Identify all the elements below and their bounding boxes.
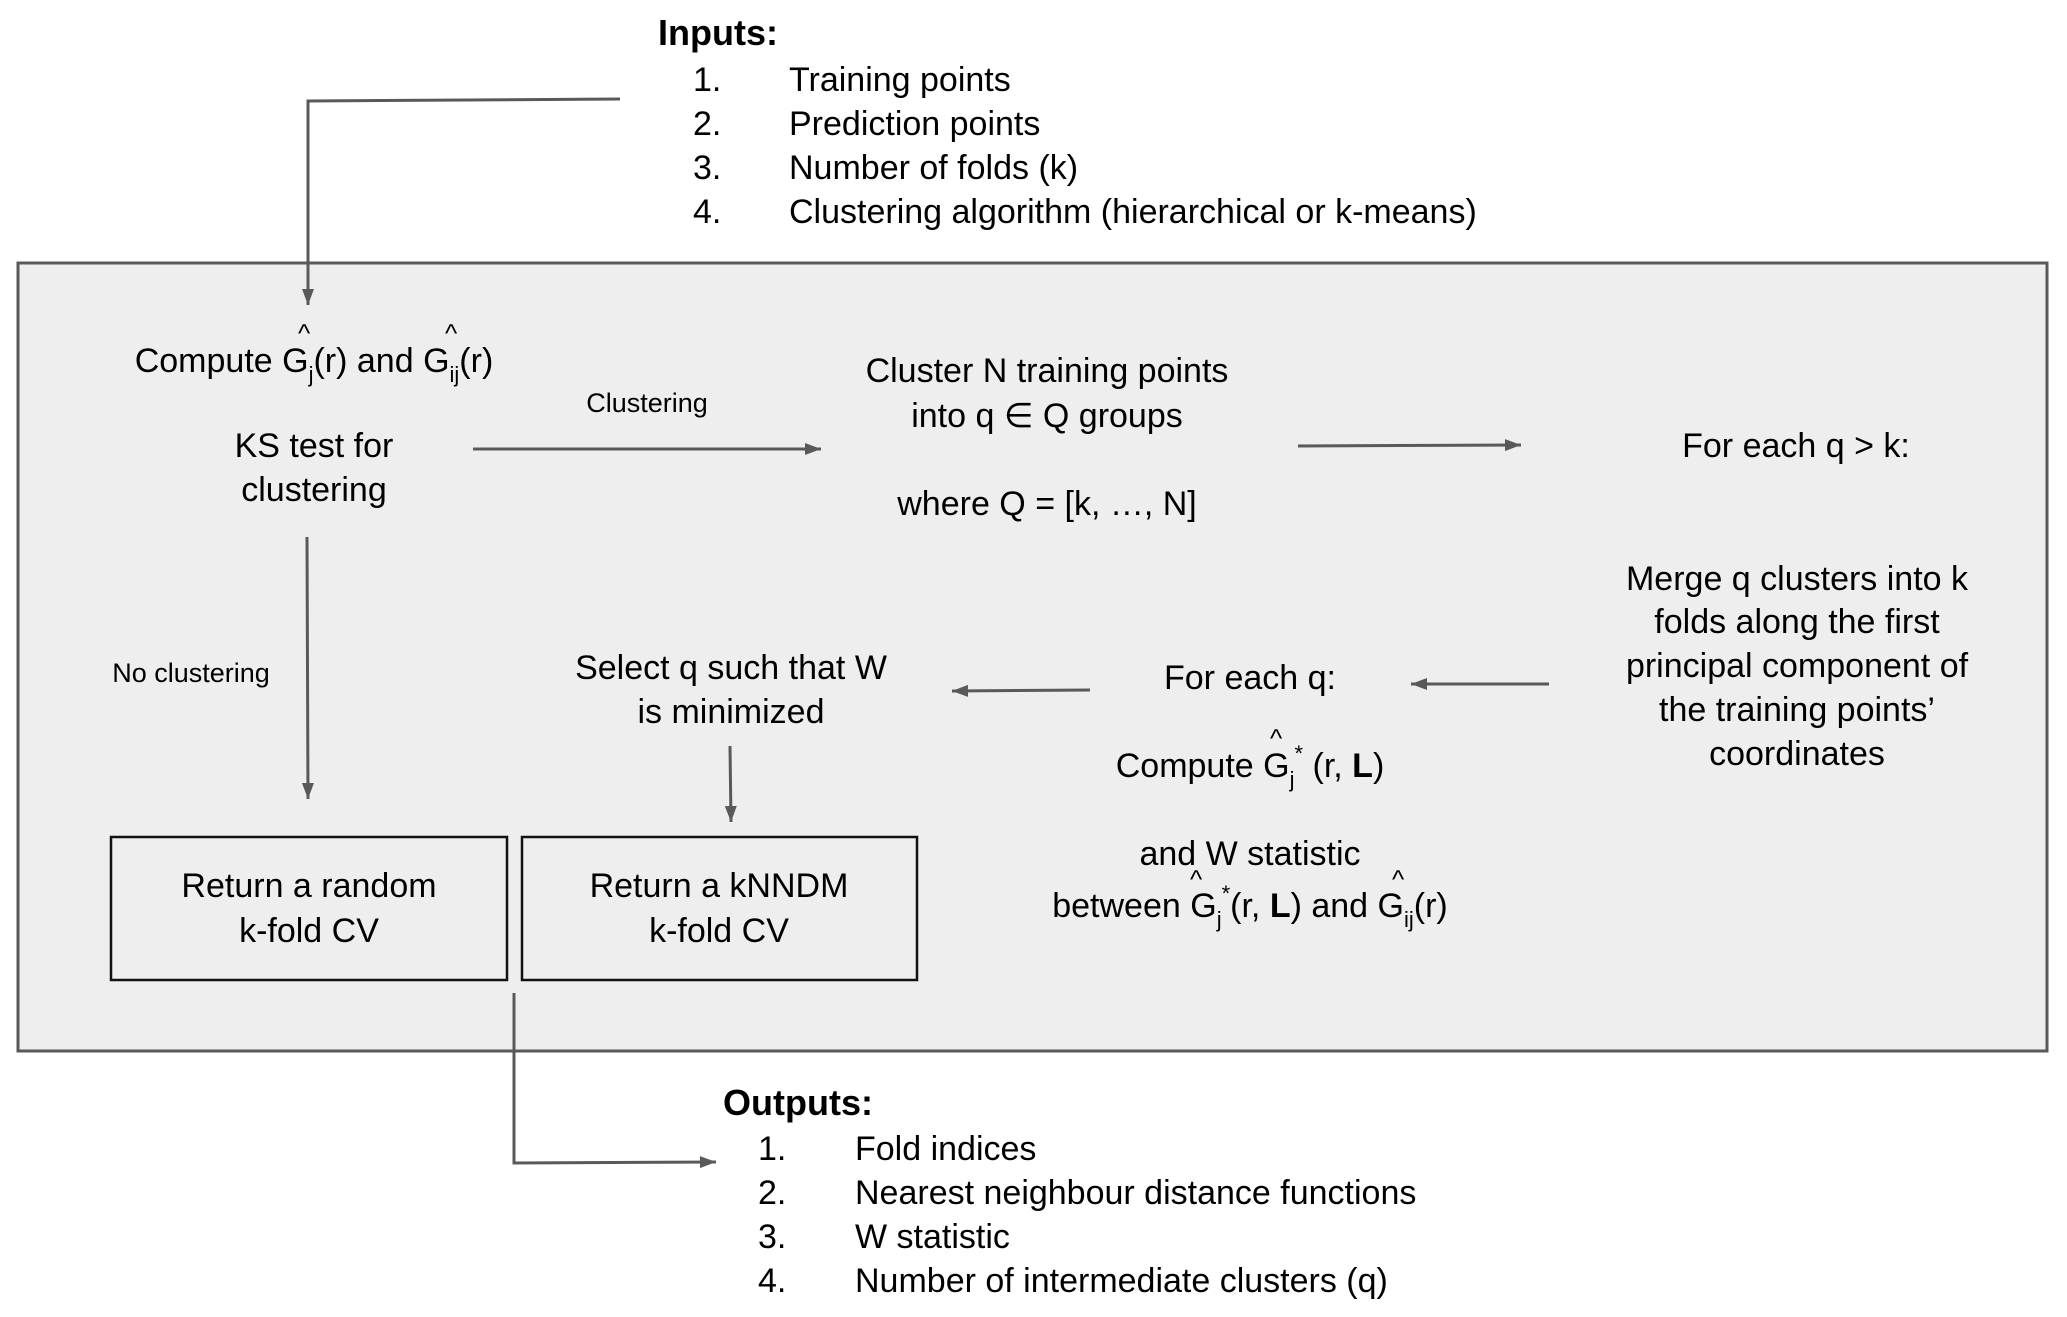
no-clustering-label: No clustering [112,658,270,688]
for-each-q: For each q: [1164,659,1336,697]
outputs-item-text: W statistic [855,1218,1010,1256]
inputs-item-text: Number of folds (k) [789,149,1078,187]
return-knndm-line: Return a kNNDM [590,867,849,905]
inputs-heading: Inputs: [658,12,778,53]
inputs-item-num: 2. [693,105,721,143]
hat-symbol: ^ [1392,864,1405,894]
hat-symbol: ^ [1190,864,1203,894]
outputs-item-text: Number of intermediate clusters (q) [855,1262,1388,1300]
w-stat-line2: between Gj*(r, L) and Gij(r) [1052,881,1448,932]
clustering-label: Clustering [586,388,708,418]
merge-line: principal component of [1626,647,1969,685]
foreach-to-select-arrow [951,684,1091,697]
select-to-knndm-arrow [724,745,737,823]
inputs-item-num: 1. [693,61,721,99]
select-q-node: Select q such that W is minimized [575,649,887,731]
return-knndm-line: k-fold CV [649,912,789,950]
compute-gstar-node: Compute Gj* (r, L) ^ [1116,723,1385,792]
outputs-item-num: 4. [758,1262,786,1300]
cluster-node: Cluster N training points into q ∈ Q gro… [866,352,1229,523]
inputs-item-text: Prediction points [789,105,1040,143]
return-random-line: k-fold CV [239,912,379,950]
return-random-line: Return a random [181,867,436,905]
return-random-box: Return a random k-fold CV [109,835,509,982]
outputs-heading: Outputs: [723,1082,873,1123]
merge-line: the training points’ [1659,691,1935,729]
merge-node: Merge q clusters into k folds along the … [1626,560,1969,773]
merge-line: folds along the first [1654,603,1940,641]
for-each-q-gt-k: For each q > k: [1682,427,1910,465]
cluster-line: into q ∈ Q groups [911,397,1183,435]
ks-test-node: KS test for clustering [235,427,394,509]
hat-symbol: ^ [445,318,458,348]
inputs-block: Inputs: 1. Training points 2. Prediction… [658,12,1477,231]
cluster-line: Cluster N training points [866,352,1229,390]
output-arrow [512,993,717,1169]
select-q-line: is minimized [637,693,824,731]
compute-gstar-text: Compute Gj* (r, L) [1116,741,1385,792]
compute-g-text: Compute Gj(r) and Gij(r) [135,342,494,387]
inputs-item-text: Training points [789,61,1011,99]
ks-test-line: clustering [241,471,387,509]
hat-symbol: ^ [1270,723,1283,753]
outputs-item-num: 3. [758,1218,786,1256]
merge-line: coordinates [1709,735,1885,773]
w-stat-line1: and W statistic [1139,835,1360,873]
select-q-line: Select q such that W [575,649,887,687]
return-knndm-box: Return a kNNDM k-fold CV [520,835,919,982]
outputs-item-num: 1. [758,1130,786,1168]
input-arrow [302,97,621,305]
hat-symbol: ^ [298,318,311,348]
no-clustering-arrow [301,536,314,800]
cluster-to-merge-arrow [1297,439,1522,452]
merge-line: Merge q clusters into k [1626,560,1969,598]
inputs-item-text: Clustering algorithm (hierarchical or k-… [789,193,1477,231]
compute-g-node: Compute Gj(r) and Gij(r) ^ ^ [135,318,494,387]
cluster-line: where Q = [k, …, N] [896,485,1196,523]
outputs-item-num: 2. [758,1174,786,1212]
ks-test-line: KS test for [235,427,394,465]
inputs-item-num: 4. [693,193,721,231]
outputs-item-text: Nearest neighbour distance functions [855,1174,1416,1212]
w-statistic-node: and W statistic between Gj*(r, L) and Gi… [1052,835,1448,932]
outputs-block: Outputs: 1. Fold indices 2. Nearest neig… [723,1082,1416,1300]
inputs-item-num: 3. [693,149,721,187]
outputs-item-text: Fold indices [855,1130,1036,1168]
